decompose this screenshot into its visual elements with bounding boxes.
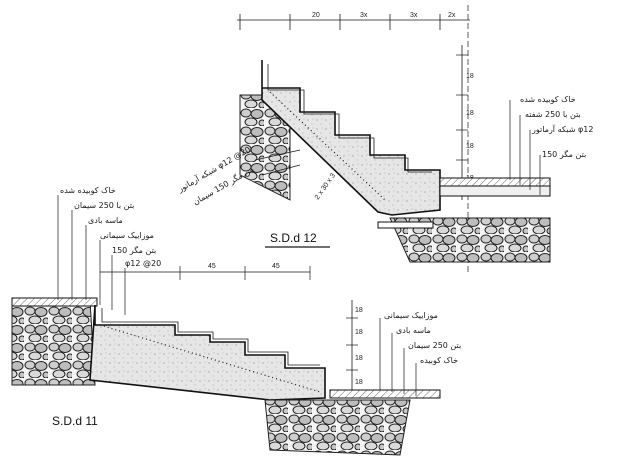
stone-fill-11-left — [11, 299, 96, 386]
note-right-11-c: بتن 250 سیمان — [408, 341, 461, 350]
section-title-11: S.D.d 11 — [52, 414, 98, 428]
note-right-11-b: ماسه بادی — [396, 326, 431, 335]
dim-top-12-d: 2x — [448, 12, 456, 19]
stone-fill-11-bottom — [264, 399, 411, 456]
note-right-11-d: خاک کوبیده — [420, 356, 458, 365]
dim-side-12-c: 18 — [466, 143, 474, 150]
dim-side-11-b: 18 — [355, 329, 363, 336]
note-left-11-d: موزاییک سیمانی — [100, 231, 154, 240]
note-right-11-a: موزاییک سیمانی — [384, 311, 438, 320]
dim-top-11-a: 45 — [208, 263, 216, 270]
floor-finish-12 — [439, 177, 551, 187]
dim-top-12-c: 3x — [410, 12, 418, 19]
lean-concrete-12 — [377, 221, 434, 229]
note-right-12-a: خاک کوبیده شده — [520, 95, 576, 104]
stair-concrete-11 — [89, 304, 326, 401]
stone-fill-12-bottom — [389, 217, 551, 263]
section-title-12: S.D.d 12 — [270, 231, 317, 245]
note-left-12-b: بتن مگر 150 سیمان — [191, 164, 256, 207]
rebar-steps-11 — [101, 308, 320, 366]
dim-top-12-b: 3x — [360, 12, 368, 19]
floor-finish-11-right — [329, 389, 441, 399]
note-left-11-b: بتن با 250 سیمان — [74, 201, 134, 210]
floor-mortar-12 — [439, 185, 551, 197]
notes-right-12: خاک کوبیده شده بتن با 250 شفته شبکه آرما… — [509, 95, 593, 195]
note-left-11-f: φ12 @20 — [125, 259, 161, 268]
notes-right-11: موزاییک سیمانی ماسه بادی بتن 250 سیمان خ… — [379, 311, 461, 396]
side-dimension-chain-11: 18 18 18 18 — [346, 300, 363, 395]
side-dimension-chain-12: 18 18 18 18 — [456, 45, 474, 200]
note-left-11-e: بتن مگر 150 — [112, 245, 156, 255]
note-left-11-a: خاک کوبیده شده — [60, 186, 116, 195]
section-detail-11: 45 45 18 18 18 18 — [11, 186, 461, 456]
note-right-12-c: شبکه آرماتور φ12 — [531, 124, 593, 134]
notes-left-11: خاک کوبیده شده بتن با 250 سیمان ماسه باد… — [57, 186, 161, 315]
dim-side-11-a: 18 — [355, 307, 363, 314]
dim-side-12-a: 18 — [466, 73, 474, 80]
top-dimension-chain-11: 45 45 — [100, 263, 311, 280]
stair-concrete-12 — [261, 60, 441, 216]
dim-side-12-b: 18 — [466, 110, 474, 117]
note-left-11-c: ماسه بادی — [88, 216, 123, 225]
note-right-12-d: بتن مگر 150 — [542, 149, 586, 159]
floor-finish-11-left — [11, 297, 98, 307]
section-detail-12: 20 3x 3x 2x 18 18 18 18 — [175, 5, 593, 275]
note-right-12-b: بتن با 250 شفته — [525, 110, 581, 119]
dim-side-11-c: 18 — [355, 355, 363, 362]
dim-diag-12: 2 x 30 x 3 — [314, 172, 337, 201]
dim-top-12-a: 20 — [312, 12, 320, 19]
dim-top-11-b: 45 — [272, 263, 280, 270]
dim-side-11-d: 18 — [355, 379, 363, 386]
rebar-steps-12 — [267, 64, 432, 173]
